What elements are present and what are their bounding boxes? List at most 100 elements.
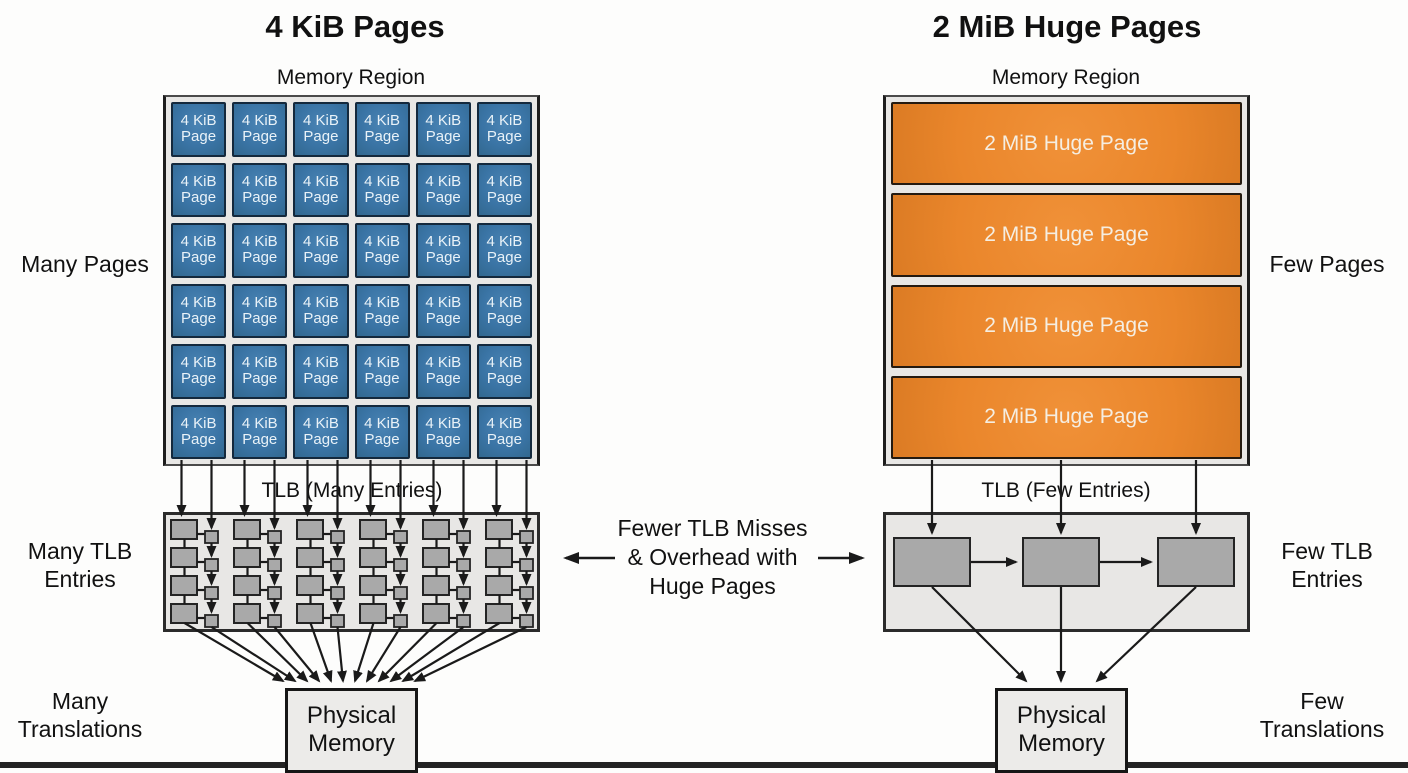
huge-page: 2 MiB Huge Page	[891, 193, 1242, 277]
page-4kib: 4 KiB Page	[476, 404, 532, 459]
page-4kib-label: 4 KiB Page	[486, 293, 523, 327]
memory-region-label-left: Memory Region	[276, 66, 426, 89]
page-4kib-label: 4 KiB Page	[241, 414, 278, 448]
physical-memory-left: Physical Memory	[285, 688, 418, 773]
page-4kib: 4 KiB Page	[354, 404, 410, 459]
page-4kib: 4 KiB Page	[415, 344, 471, 399]
page-title-huge: 2 MiB Huge Pages	[932, 9, 1202, 44]
page-4kib: 4 KiB Page	[415, 102, 471, 157]
page-4kib-label: 4 KiB Page	[241, 354, 278, 388]
center-annotation: Fewer TLB Misses & Overhead with Huge Pa…	[617, 515, 808, 599]
page-4kib-label: 4 KiB Page	[486, 354, 523, 388]
page-4kib: 4 KiB Page	[476, 102, 532, 157]
page-4kib-label: 4 KiB Page	[241, 293, 278, 327]
page-4kib: 4 KiB Page	[415, 162, 471, 217]
page-4kib: 4 KiB Page	[415, 283, 471, 338]
page-4kib-label: 4 KiB Page	[302, 414, 339, 448]
page-4kib-label: 4 KiB Page	[425, 293, 462, 327]
page-4kib-label: 4 KiB Page	[425, 172, 462, 206]
page-4kib: 4 KiB Page	[293, 223, 349, 278]
page-4kib: 4 KiB Page	[293, 102, 349, 157]
page-4kib-label: 4 KiB Page	[180, 354, 217, 388]
page-4kib-label: 4 KiB Page	[180, 112, 217, 146]
tlb-label-left: TLB (Many Entries)	[261, 479, 443, 502]
page-4kib: 4 KiB Page	[354, 162, 410, 217]
tlb-entry	[1022, 537, 1100, 587]
page-4kib: 4 KiB Page	[476, 223, 532, 278]
bottom-edge-strip	[0, 762, 1408, 768]
huge-page-list: 2 MiB Huge Page 2 MiB Huge Page 2 MiB Huge…	[883, 95, 1250, 466]
memory-region-label-right: Memory Region	[991, 66, 1141, 89]
page-4kib-label: 4 KiB Page	[302, 233, 339, 267]
page-4kib: 4 KiB Page	[354, 283, 410, 338]
tlb-label-right: TLB (Few Entries)	[981, 479, 1151, 502]
page-4kib: 4 KiB Page	[293, 344, 349, 399]
page-title-4kib: 4 KiB Pages	[265, 9, 445, 44]
page-4kib: 4 KiB Page	[232, 223, 288, 278]
page-4kib-label: 4 KiB Page	[364, 354, 400, 388]
huge-page: 2 MiB Huge Page	[891, 375, 1242, 459]
page-4kib: 4 KiB Page	[293, 283, 349, 338]
page-4kib: 4 KiB Page	[232, 102, 288, 157]
page-4kib: 4 KiB Page	[354, 344, 410, 399]
label-few-translations: Few Translations	[1259, 688, 1385, 743]
physical-memory-right: Physical Memory	[995, 688, 1128, 773]
page-4kib-label: 4 KiB Page	[302, 172, 339, 206]
label-many-translations: Many Translations	[17, 688, 143, 743]
label-many-tlb-entries: Many TLB Entries	[27, 538, 133, 593]
page-4kib: 4 KiB Page	[476, 162, 532, 217]
label-few-tlb-entries: Few TLB Entries	[1281, 538, 1373, 593]
page-4kib: 4 KiB Page	[171, 162, 227, 217]
page-4kib: 4 KiB Page	[354, 102, 410, 157]
page-4kib-label: 4 KiB Page	[486, 414, 523, 448]
huge-page-label: 2 MiB Huge Page	[984, 222, 1149, 246]
label-few-pages: Few Pages	[1269, 251, 1385, 277]
page-4kib-label: 4 KiB Page	[364, 172, 400, 206]
tlb-entry	[893, 537, 971, 587]
page-4kib: 4 KiB Page	[171, 344, 227, 399]
page-4kib-label: 4 KiB Page	[241, 172, 278, 206]
page-4kib: 4 KiB Page	[415, 404, 471, 459]
page-4kib-label: 4 KiB Page	[364, 293, 400, 327]
page-4kib-label: 4 KiB Page	[180, 414, 217, 448]
page-4kib-label: 4 KiB Page	[180, 172, 217, 206]
page-4kib-label: 4 KiB Page	[302, 112, 339, 146]
page-4kib-label: 4 KiB Page	[364, 414, 400, 448]
page-grid-4kib: 4 KiB Page 4 KiB Page 4 KiB Page 4 KiB Page…	[163, 95, 540, 466]
page-4kib: 4 KiB Page	[293, 162, 349, 217]
page-4kib-label: 4 KiB Page	[425, 233, 462, 267]
page-4kib-label: 4 KiB Page	[486, 112, 523, 146]
huge-page: 2 MiB Huge Page	[891, 102, 1242, 186]
page-4kib-label: 4 KiB Page	[364, 112, 400, 146]
huge-page: 2 MiB Huge Page	[891, 284, 1242, 368]
page-4kib-label: 4 KiB Page	[180, 293, 217, 327]
page-4kib-label: 4 KiB Page	[180, 233, 217, 267]
huge-page-label: 2 MiB Huge Page	[984, 314, 1149, 338]
page-4kib-label: 4 KiB Page	[241, 233, 278, 267]
page-4kib-label: 4 KiB Page	[486, 233, 523, 267]
page-4kib: 4 KiB Page	[232, 283, 288, 338]
page-4kib-label: 4 KiB Page	[241, 112, 278, 146]
label-many-pages: Many Pages	[21, 251, 149, 277]
page-4kib-label: 4 KiB Page	[364, 233, 400, 267]
page-4kib: 4 KiB Page	[232, 404, 288, 459]
page-4kib: 4 KiB Page	[476, 344, 532, 399]
huge-page-label: 2 MiB Huge Page	[984, 405, 1149, 429]
page-4kib: 4 KiB Page	[232, 344, 288, 399]
page-4kib-label: 4 KiB Page	[302, 293, 339, 327]
page-4kib-label: 4 KiB Page	[486, 172, 523, 206]
page-4kib: 4 KiB Page	[232, 162, 288, 217]
page-4kib: 4 KiB Page	[171, 404, 227, 459]
page-4kib-label: 4 KiB Page	[425, 354, 462, 388]
page-4kib: 4 KiB Page	[171, 223, 227, 278]
page-4kib: 4 KiB Page	[476, 283, 532, 338]
page-4kib-label: 4 KiB Page	[302, 354, 339, 388]
tlb-box-left	[163, 512, 540, 632]
page-4kib-label: 4 KiB Page	[425, 112, 462, 146]
page-4kib: 4 KiB Page	[293, 404, 349, 459]
page-4kib: 4 KiB Page	[354, 223, 410, 278]
page-4kib: 4 KiB Page	[171, 102, 227, 157]
page-4kib: 4 KiB Page	[415, 223, 471, 278]
tlb-entry	[1157, 537, 1235, 587]
page-4kib: 4 KiB Page	[171, 283, 227, 338]
